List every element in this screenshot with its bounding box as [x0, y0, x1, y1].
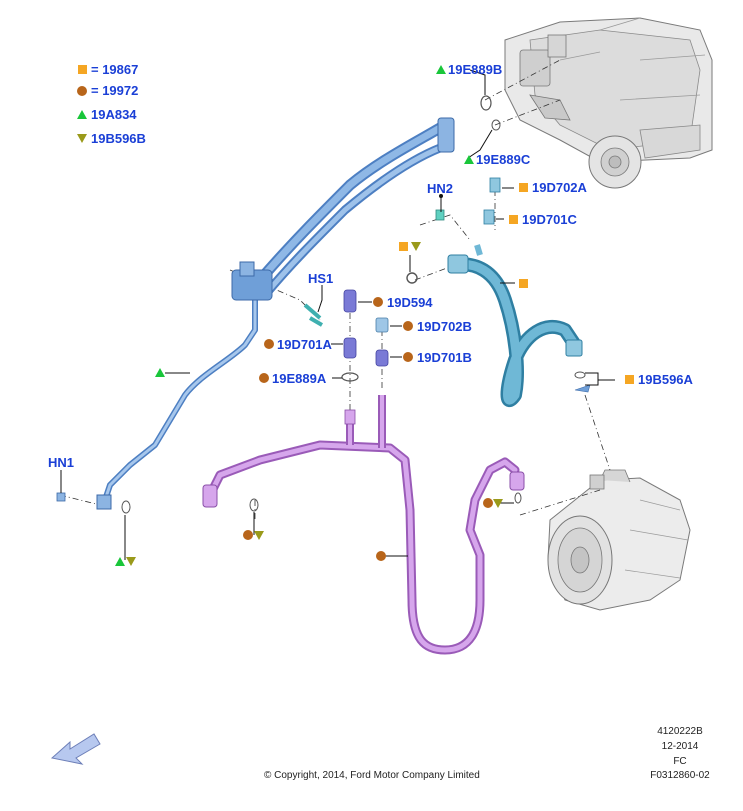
circle-icon [243, 530, 253, 540]
doc-code: 4120222B [657, 726, 703, 737]
legend-triangle-up-icon [77, 110, 87, 119]
label-19d701c: 19D701C [522, 212, 578, 227]
part-labels: 19E889B 19E889C 19D702A HN2 19D701C HS1 … [48, 62, 694, 470]
ac-compressor [547, 469, 691, 611]
triangle-up-icon [436, 65, 446, 74]
front-direction-arrow-icon [50, 733, 101, 765]
fittings [121, 95, 591, 514]
circle-icon [373, 297, 383, 307]
square-icon [399, 242, 408, 251]
label-19d701a: 19D701A [277, 337, 333, 352]
legend-triangle-down-icon [77, 134, 87, 143]
legend-text-19b596b: 19B596B [91, 131, 146, 146]
leader-lines [60, 69, 615, 560]
label-hn2: HN2 [427, 181, 453, 196]
label-19d702b: 19D702B [417, 319, 472, 334]
label-hn1: HN1 [48, 455, 74, 470]
triangle-down-icon [411, 242, 421, 251]
doc-date: 12-2014 [662, 741, 699, 752]
triangle-down-icon [254, 531, 264, 540]
evaporator-housing [504, 17, 713, 189]
circle-icon [483, 498, 493, 508]
copyright-text: © Copyright, 2014, Ford Motor Company Li… [264, 770, 480, 781]
callout-symbols [115, 65, 634, 566]
footer: © Copyright, 2014, Ford Motor Company Li… [264, 726, 710, 781]
liquid-line-blue [56, 117, 455, 510]
circle-icon [403, 352, 413, 362]
rear-line-purple [202, 395, 525, 655]
label-hs1: HS1 [308, 271, 333, 286]
label-19d702a: 19D702A [532, 180, 588, 195]
triangle-down-icon [126, 557, 136, 566]
triangle-up-icon [155, 368, 165, 377]
square-icon [519, 279, 528, 288]
square-icon [519, 183, 528, 192]
label-19e889b: 19E889B [448, 62, 502, 77]
legend-text-19972: = 19972 [91, 83, 138, 98]
legend-circle-icon [77, 86, 87, 96]
circle-icon [264, 339, 274, 349]
label-19b596a: 19B596A [638, 372, 694, 387]
legend-text-19a834: 19A834 [91, 107, 137, 122]
label-19e889a: 19E889A [272, 371, 327, 386]
legend-text-19867: = 19867 [91, 62, 138, 77]
dot-icon [439, 194, 443, 198]
circle-icon [259, 373, 269, 383]
legend: = 19867 = 19972 19A834 19B596B [77, 62, 146, 146]
suction-hose-teal [435, 177, 583, 408]
centerlines [59, 59, 611, 520]
square-icon [509, 215, 518, 224]
legend-square-icon [78, 65, 87, 74]
circle-icon [376, 551, 386, 561]
label-19d594: 19D594 [387, 295, 433, 310]
triangle-down-icon [493, 499, 503, 508]
triangle-up-icon [464, 155, 474, 164]
label-19e889c: 19E889C [476, 152, 531, 167]
circle-icon [403, 321, 413, 331]
label-19d701b: 19D701B [417, 350, 472, 365]
square-icon [625, 375, 634, 384]
doc-fc: FC [673, 756, 686, 767]
triangle-up-icon [115, 557, 125, 566]
doc-ref: F0312860-02 [650, 770, 710, 781]
